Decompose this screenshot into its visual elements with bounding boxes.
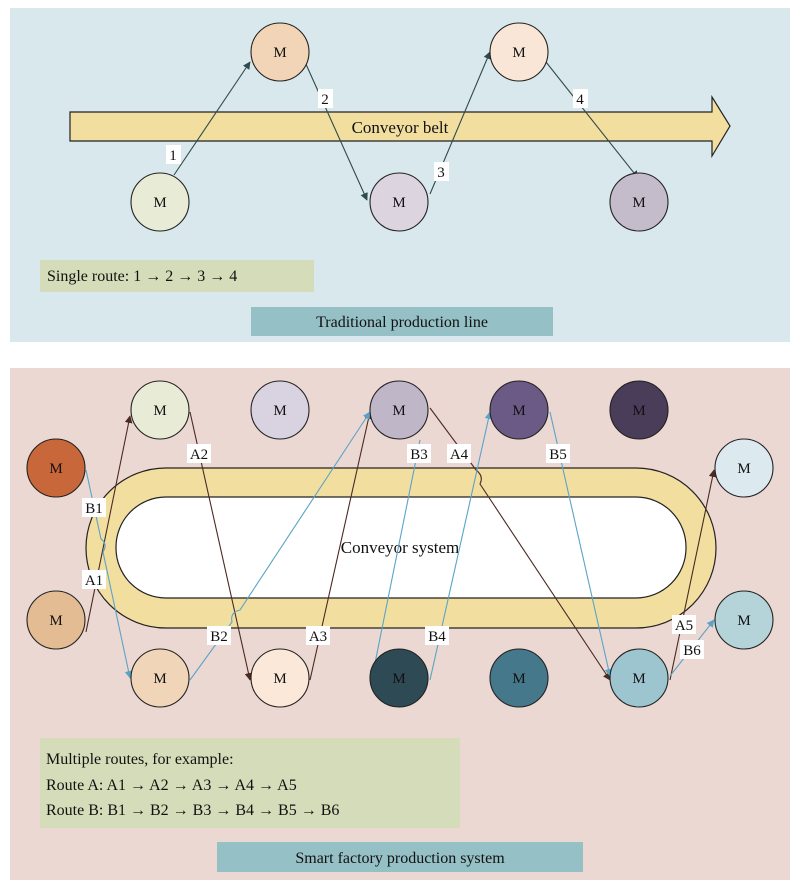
svg-text:A5: A5: [675, 618, 693, 634]
machine-bottom-bottom-4: M: [489, 648, 549, 708]
route-label-a4: A4: [447, 444, 471, 463]
smart-factory-panel: Conveyor system B1 A1 A2 B2: [10, 368, 790, 880]
machine-bottom-top-2: M: [250, 380, 310, 440]
svg-text:B3: B3: [410, 447, 428, 463]
svg-text:B4: B4: [428, 629, 446, 645]
svg-text:M: M: [632, 403, 645, 419]
route-label-b1: B1: [82, 498, 106, 517]
machine-bottom-top-1: M: [130, 380, 190, 440]
machine-top-3: M: [369, 172, 429, 232]
conveyor-system-label: Conveyor system: [341, 538, 460, 557]
smart-factory-caption: Smart factory production system: [295, 850, 505, 867]
svg-text:B5: B5: [549, 447, 567, 463]
machine-bottom-top-3: M: [369, 380, 429, 440]
multiple-routes-box: [40, 738, 460, 828]
route-label-a2: A2: [187, 444, 211, 463]
svg-text:M: M: [512, 45, 525, 61]
machine-top-5: M: [609, 172, 669, 232]
svg-text:A2: A2: [190, 447, 208, 463]
svg-text:M: M: [49, 613, 62, 629]
machine-bottom-right-2: M: [714, 590, 774, 650]
svg-text:B1: B1: [85, 501, 103, 517]
svg-text:B6: B6: [683, 643, 701, 659]
svg-text:M: M: [392, 195, 405, 211]
route-label-2-bg: [318, 89, 333, 108]
svg-text:M: M: [273, 45, 286, 61]
svg-text:M: M: [737, 461, 750, 477]
route-label-1: 1: [169, 148, 177, 164]
smart-factory-caption-box: [217, 842, 583, 872]
route-label-3-bg: [434, 162, 449, 181]
svg-text:M: M: [153, 403, 166, 419]
svg-text:M: M: [737, 613, 750, 629]
route-a4-line: [429, 407, 611, 681]
multiple-routes-heading: Multiple routes, for example:: [46, 751, 234, 768]
svg-text:M: M: [512, 671, 525, 687]
conveyor-belt-arrow: [69, 94, 731, 159]
route-a1-line: [85, 415, 133, 633]
traditional-caption-box: [251, 307, 553, 336]
svg-text:M: M: [392, 671, 405, 687]
route-a-text: Route A: A1 → A2 → A3 → A4 → A5: [46, 777, 297, 794]
svg-text:M: M: [632, 671, 645, 687]
route-label-b6: B6: [680, 640, 704, 659]
route-label-3: 3: [437, 165, 445, 181]
route-label-b3: B3: [407, 444, 431, 463]
route-a5-line: [669, 469, 717, 681]
machine-bottom-left-1: M: [26, 438, 86, 498]
traditional-caption: Traditional production line: [316, 314, 488, 331]
svg-text:M: M: [49, 461, 62, 477]
machine-bottom-top-4: M: [489, 380, 549, 440]
route-line-2: [304, 61, 368, 201]
svg-text:M: M: [153, 671, 166, 687]
traditional-panel: Conveyor belt 1 2 3 4 M M M M: [10, 8, 790, 342]
svg-text:B2: B2: [210, 629, 228, 645]
svg-text:M: M: [273, 403, 286, 419]
route-line-4: [545, 61, 639, 179]
route-label-a5: A5: [672, 615, 696, 634]
route-b2-line: [189, 411, 371, 681]
svg-text:M: M: [273, 671, 286, 687]
route-label-b4: B4: [425, 626, 449, 645]
svg-text:M: M: [153, 195, 166, 211]
conveyor-system-inner: [115, 496, 687, 599]
route-label-1-bg: [166, 145, 181, 164]
machine-bottom-bottom-5: M: [609, 648, 669, 708]
machine-bottom-top-5: M: [609, 380, 669, 440]
svg-text:M: M: [632, 195, 645, 211]
route-label-2: 2: [321, 92, 329, 108]
machine-bottom-right-1: M: [714, 438, 774, 498]
machine-bottom-bottom-3: M: [369, 648, 429, 708]
conveyor-belt-label: Conveyor belt: [352, 118, 449, 137]
svg-text:A1: A1: [85, 573, 103, 589]
route-line-1: [173, 61, 251, 176]
route-b3-line: [369, 439, 421, 679]
svg-text:A3: A3: [309, 629, 327, 645]
svg-text:M: M: [392, 403, 405, 419]
single-route-text: Single route: 1 → 2 → 3 → 4: [47, 268, 237, 285]
route-b-text: Route B: B1 → B2 → B3 → B4 → B5 → B6: [46, 802, 339, 819]
route-label-a3: A3: [306, 626, 330, 645]
route-label-b5: B5: [546, 444, 570, 463]
route-b1-line: [85, 469, 133, 679]
route-label-4: 4: [576, 92, 584, 108]
machine-bottom-bottom-2: M: [250, 648, 310, 708]
machine-top-2: M: [250, 22, 310, 82]
route-label-a1: A1: [82, 570, 106, 589]
route-label-b2: B2: [207, 626, 231, 645]
svg-text:M: M: [512, 403, 525, 419]
machine-top-1: M: [130, 172, 190, 232]
single-route-box: [40, 260, 314, 292]
machine-bottom-bottom-1: M: [130, 648, 190, 708]
route-label-4-bg: [573, 89, 588, 108]
machine-bottom-left-2: M: [26, 590, 86, 650]
machine-top-4: M: [489, 22, 549, 82]
svg-text:A4: A4: [450, 447, 469, 463]
